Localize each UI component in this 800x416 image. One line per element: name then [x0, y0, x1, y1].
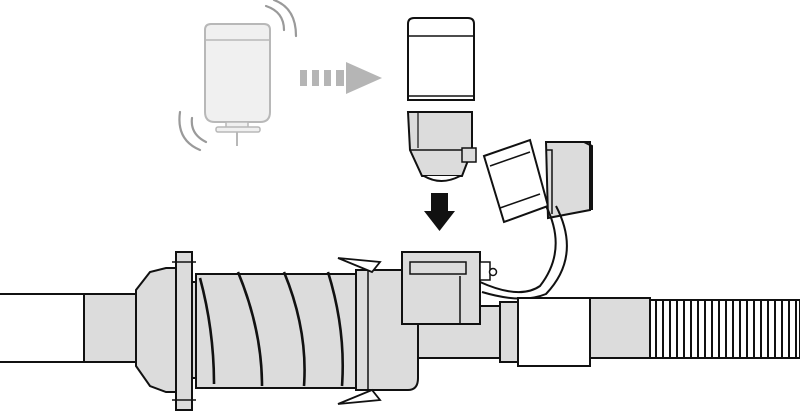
left-tubing — [0, 293, 137, 363]
shake-marks-bottom-left — [178, 110, 208, 152]
vial-on-adapter-icon — [406, 17, 593, 300]
ghost-vial — [204, 23, 271, 146]
down-arrow-icon — [424, 193, 455, 231]
corrugated-tubing — [649, 299, 800, 359]
shake-marks-top-right — [264, 0, 298, 38]
vial-shake-icon — [178, 0, 298, 152]
t-piece-port — [401, 251, 501, 359]
nebulizer-coiled-body — [195, 271, 357, 389]
right-connector — [499, 297, 651, 367]
nebulizer-left-flange — [135, 251, 197, 411]
adapter-cap — [482, 138, 593, 224]
gray-dashed-arrow-icon — [300, 62, 382, 94]
inline-nebulizer-circuit-icon — [0, 251, 800, 411]
